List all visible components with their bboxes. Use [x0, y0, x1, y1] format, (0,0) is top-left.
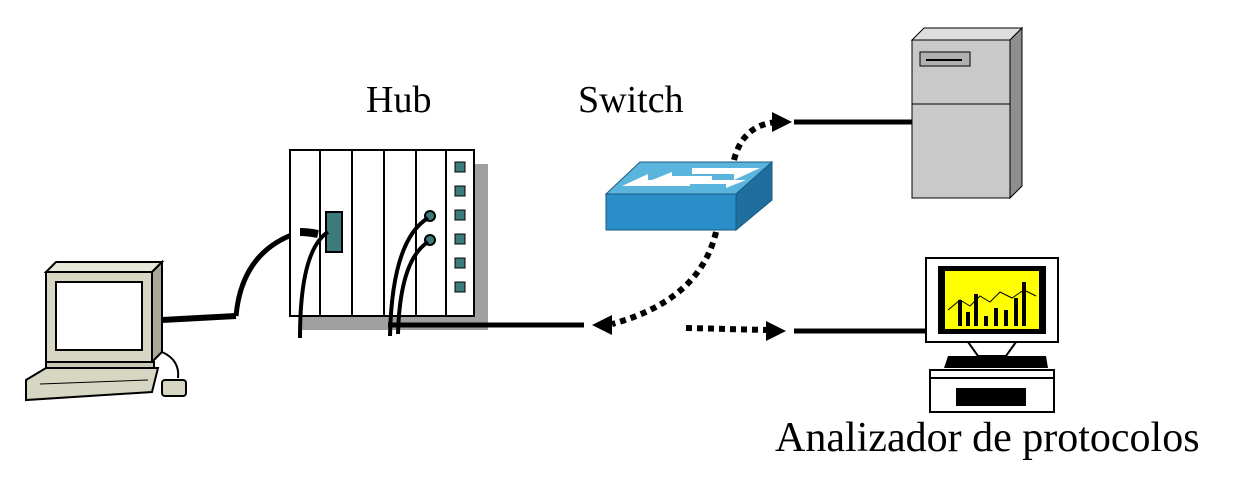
switch-icon — [604, 160, 774, 232]
hub-cable — [388, 216, 430, 337]
server-icon — [910, 26, 1024, 200]
switch-to-server-link — [731, 118, 787, 161]
hub-input-cable — [233, 229, 301, 317]
computer-icon — [25, 259, 187, 402]
analyzer-label: Analizador de protocolos — [775, 415, 1200, 461]
hub-cable — [396, 240, 430, 335]
hub-icon — [289, 149, 488, 330]
switch-to-analyzer-link — [685, 325, 769, 333]
hub-label: Hub — [366, 79, 432, 121]
protocol-analyzer-icon — [925, 257, 1059, 413]
hub-cable — [298, 230, 330, 339]
switch-label: Switch — [578, 79, 684, 121]
computer-cable — [161, 313, 237, 323]
switch-to-hub-link — [611, 231, 719, 327]
